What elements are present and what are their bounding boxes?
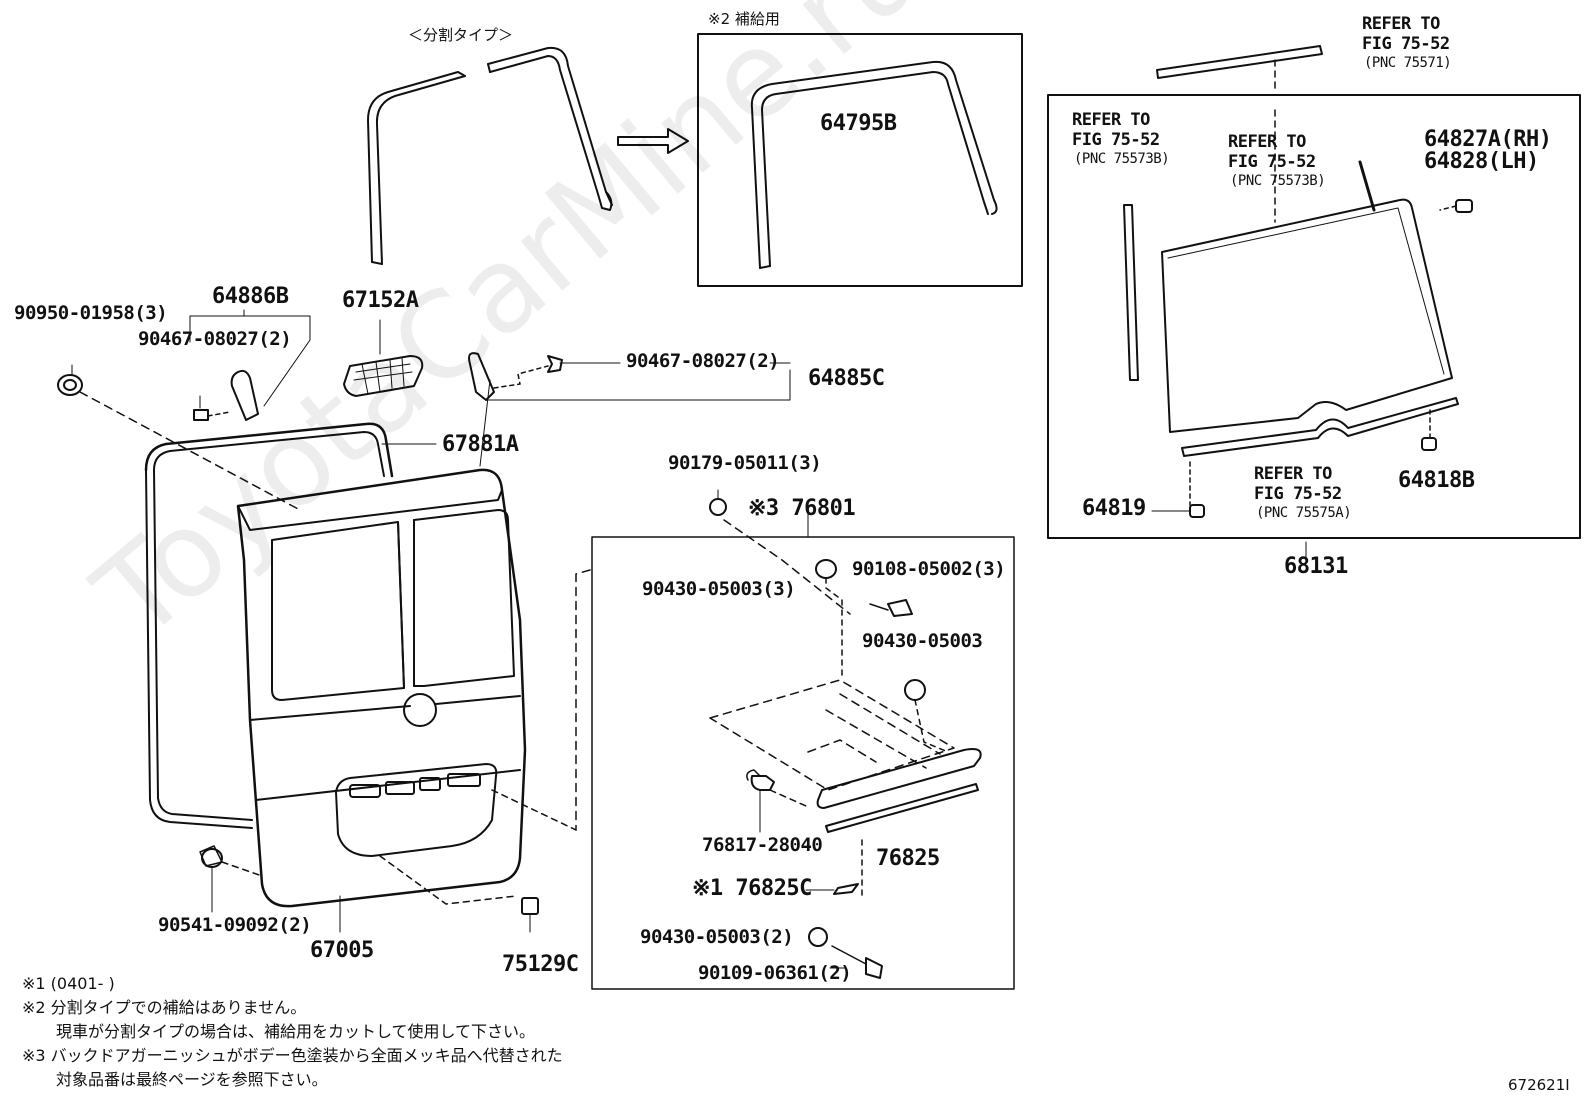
label-90430-mid: 90430-05003 xyxy=(862,630,983,652)
figure-id: 672621I xyxy=(1508,1076,1570,1094)
label-76801: ※3 76801 xyxy=(748,496,856,521)
refer-left-line1: REFER TO xyxy=(1072,110,1150,130)
back-window-group xyxy=(1047,45,1581,561)
label-75129C: 75129C xyxy=(502,952,579,977)
label-64818B: 64818B xyxy=(1398,468,1475,493)
label-90109: 90109-06361(2) xyxy=(698,962,852,984)
supply-box xyxy=(697,33,1023,287)
label-64795B: 64795B xyxy=(820,111,897,136)
label-90108: 90108-05002(3) xyxy=(852,558,1006,580)
refer-bottom-line1: REFER TO xyxy=(1254,464,1332,484)
refer-mid-line2: FIG 75-52 xyxy=(1228,152,1316,172)
refer-mid-pnc: (PNC 75573B) xyxy=(1230,173,1326,189)
label-67152A: 67152A xyxy=(342,288,419,313)
label-90467-left: 90467-08027(2) xyxy=(138,328,292,350)
label-90950: 90950-01958(3) xyxy=(14,302,168,324)
label-68131: 68131 xyxy=(1284,554,1348,579)
label-64827A: 64827A(RH) xyxy=(1424,127,1552,152)
footnote-1: ※1 (0401- ) xyxy=(22,974,115,993)
supply-header: ※2 補給用 xyxy=(708,10,780,28)
footnote-3-cont: 対象品番は最終ページを参照下さい。 xyxy=(56,1070,328,1089)
back-door-assembly xyxy=(144,379,527,908)
footnote-2: ※2 分割タイプでの補給はありません。 xyxy=(22,998,307,1017)
label-64886B: 64886B xyxy=(212,284,289,309)
refer-left-pnc: (PNC 75573B) xyxy=(1074,151,1170,167)
label-64885C: 64885C xyxy=(808,366,885,391)
refer-left-line2: FIG 75-52 xyxy=(1072,130,1160,150)
refer-top-line2: FIG 75-52 xyxy=(1362,34,1450,54)
refer-mid-line1: REFER TO xyxy=(1228,132,1306,152)
split-type-header: ＜分割タイプ＞ xyxy=(408,26,514,44)
small-parts-left xyxy=(57,309,791,933)
supply-weatherstrip xyxy=(750,60,998,269)
refer-top-pnc: (PNC 75571) xyxy=(1364,55,1452,71)
label-90179: 90179-05011(3) xyxy=(668,452,822,474)
label-64819: 64819 xyxy=(1082,496,1146,521)
refer-top-line1: REFER TO xyxy=(1362,14,1440,34)
label-67881A: 67881A xyxy=(442,432,519,457)
supply-arrow xyxy=(617,128,689,154)
footnote-3: ※3 バックドアガーニッシュがボデー色塗装から全面メッキ品へ代替された xyxy=(22,1046,563,1065)
label-67005: 67005 xyxy=(310,938,374,963)
footnote-2-cont: 現車が分割タイプの場合は、補給用をカットして使用して下さい。 xyxy=(56,1022,536,1041)
garnish-box xyxy=(591,536,1015,990)
refer-bottom-line2: FIG 75-52 xyxy=(1254,484,1342,504)
label-76825: 76825 xyxy=(876,846,940,871)
split-weatherstrip-64795B xyxy=(367,46,613,265)
label-64828: 64828(LH) xyxy=(1424,149,1539,174)
refer-bottom-pnc: (PNC 75575A) xyxy=(1256,505,1352,521)
label-90430-top: 90430-05003(3) xyxy=(642,578,796,600)
label-76817: 76817-28040 xyxy=(702,834,823,856)
label-76825C: ※1 76825C xyxy=(692,876,812,901)
label-90430-bottom: 90430-05003(2) xyxy=(640,926,794,948)
garnish-group xyxy=(575,489,982,979)
label-90541: 90541-09092(2) xyxy=(158,914,312,936)
label-90467-right: 90467-08027(2) xyxy=(626,350,780,372)
